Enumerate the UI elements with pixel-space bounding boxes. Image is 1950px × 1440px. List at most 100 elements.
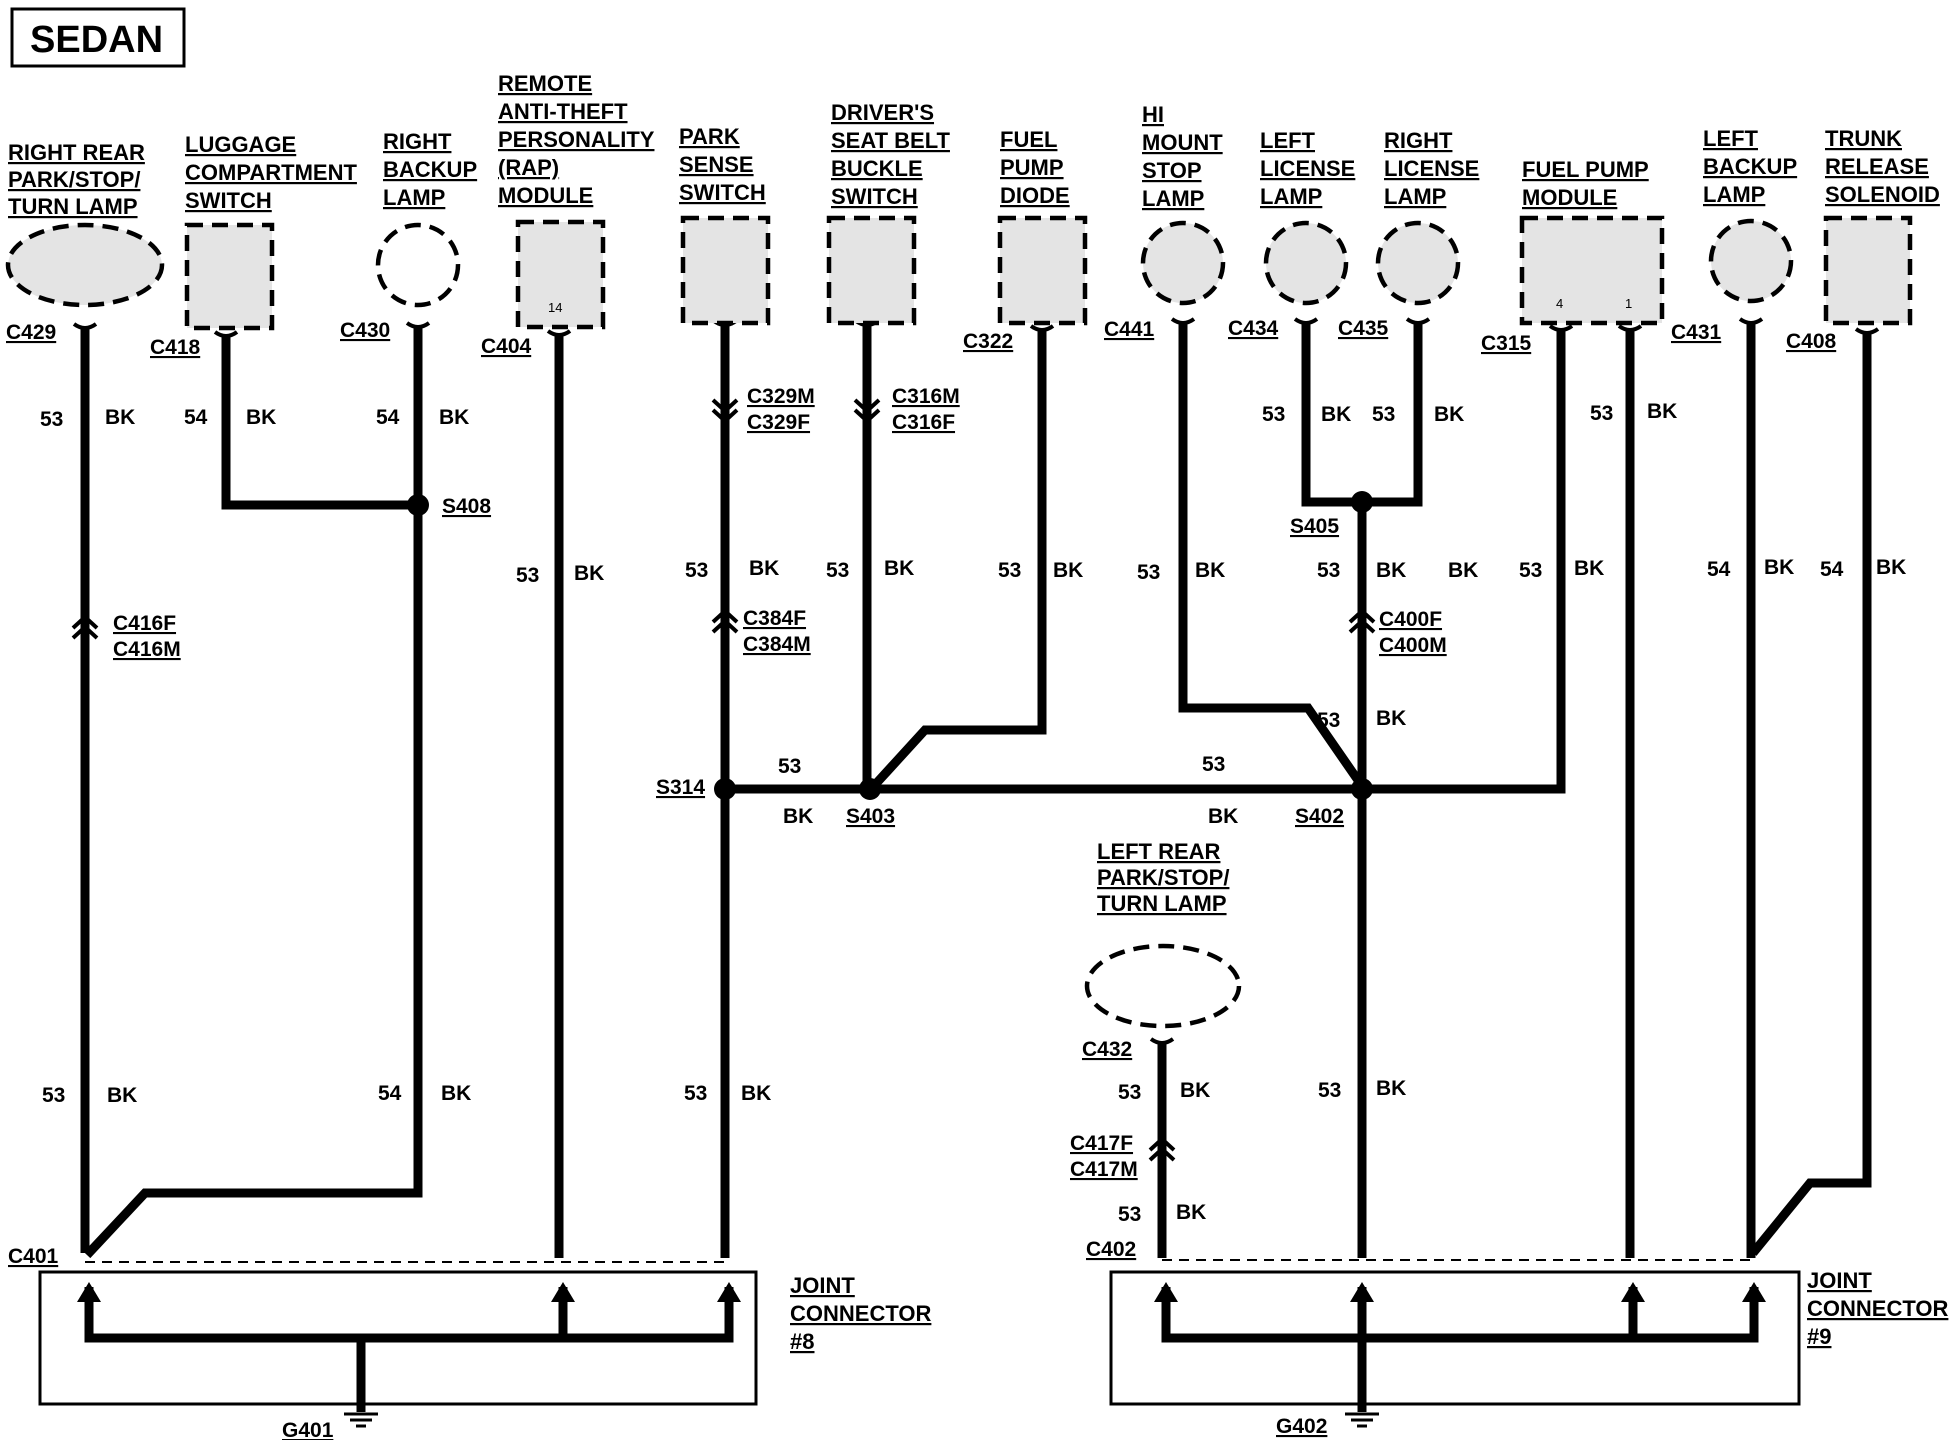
inline-connector-marks — [71, 398, 1376, 1162]
wire-luggage-switch — [221, 335, 418, 510]
fuel-pump-diode-symbol — [997, 215, 1088, 326]
jc9-arrow-icon — [1621, 1282, 1645, 1302]
conn-c402: C402 — [1086, 1238, 1136, 1261]
conn-c430: C430 — [340, 319, 390, 342]
jc9-box — [1109, 1270, 1801, 1406]
wire-label-circuit: 54 — [376, 406, 400, 429]
wire-label-circuit: 53 — [1372, 403, 1395, 426]
wire-label-color: BK — [1321, 403, 1351, 426]
wire-label-circuit: 53 — [685, 559, 708, 582]
conn-c401: C401 — [8, 1245, 59, 1268]
wire-label-circuit: 54 — [184, 406, 208, 429]
wire-label-color: BK — [1876, 556, 1906, 579]
wire-label-color: BK — [1647, 400, 1677, 423]
conn-c404: C404 — [481, 335, 532, 358]
ground-label-g401: G401 — [282, 1419, 334, 1440]
wire-hi-mount-lamp — [1178, 323, 1366, 789]
bus-label-color-left: BK — [783, 805, 813, 828]
wire-label-circuit: 53 — [40, 408, 63, 431]
wire-label-circuit: 53 — [998, 559, 1021, 582]
splice-s314 — [714, 778, 736, 800]
ground-icon — [1345, 1412, 1379, 1428]
splice-labels: S408 S405 S314 S403 S402 — [442, 495, 1344, 828]
wire-label-bk: BK — [1448, 559, 1478, 582]
conn-c429: C429 — [6, 321, 56, 344]
diagram-title: SEDAN — [10, 7, 186, 68]
jc8-bus — [84, 1287, 734, 1343]
wire-label-circuit: 53 — [1318, 1079, 1341, 1102]
label-s314: S314 — [656, 776, 705, 799]
wire-label-circuit: 53 — [1317, 709, 1340, 732]
jc8-arrow-icon — [717, 1282, 741, 1302]
conn-c322: C322 — [963, 330, 1013, 353]
ground-icon — [344, 1412, 378, 1428]
right-rear-lamp-symbol — [5, 222, 165, 308]
right-license-lamp-symbol — [1375, 220, 1461, 306]
conn-c434: C434 — [1228, 317, 1279, 340]
conn-c432: C432 — [1082, 1038, 1132, 1061]
fpm-pin-1: 1 — [1625, 296, 1632, 311]
label-s402: S402 — [1295, 805, 1344, 828]
wire-label-color: BK — [1764, 556, 1794, 579]
wire-label-color: BK — [1176, 1201, 1206, 1224]
wire-label-color: BK — [1376, 707, 1406, 730]
rap-pin: 14 — [548, 300, 562, 315]
luggage-switch-symbol — [184, 222, 275, 331]
wire-label-circuit: 54 — [378, 1082, 402, 1105]
wire-label-circuit: 53 — [826, 559, 849, 582]
fuel-pump-module-symbol — [1519, 215, 1665, 326]
title-text: SEDAN — [30, 19, 163, 61]
jc9-arrow-icon — [1742, 1282, 1766, 1302]
conn-c435: C435 — [1338, 317, 1389, 340]
right-backup-lamp-symbol — [375, 222, 461, 308]
park-sense-switch-symbol — [680, 215, 771, 326]
wire-label-color: BK — [749, 557, 779, 580]
wire-label-color: BK — [1180, 1079, 1210, 1102]
jc9-arrow-icon — [1154, 1282, 1178, 1302]
conn-c315: C315 — [1481, 332, 1532, 355]
splice-s405 — [1351, 491, 1373, 513]
wire-label-color: BK — [1434, 403, 1464, 426]
wire-right-backup-lamp — [83, 327, 423, 1259]
wire-label-color: BK — [1053, 559, 1083, 582]
bus-label-circuit-left: 53 — [778, 755, 801, 778]
wire-label-circuit: 53 — [1137, 561, 1160, 584]
rap-module-symbol — [515, 219, 606, 330]
jc8-box — [38, 1270, 758, 1406]
components — [5, 215, 1913, 1029]
jc9-bus — [1161, 1287, 1759, 1343]
splices — [407, 491, 1373, 800]
wire-label-color: BK — [441, 1082, 471, 1105]
seat-belt-switch-symbol — [826, 215, 917, 326]
wire-label-color: BK — [574, 562, 604, 585]
wire-fuel-pump-diode — [868, 330, 1047, 792]
wire-label-circuit: 53 — [1118, 1081, 1141, 1104]
splice-s408 — [407, 494, 429, 516]
conn-c431: C431 — [1671, 321, 1722, 344]
connector-labels: C429 C418 C430 C404 C322 C441 C434 C435 … — [6, 317, 1837, 1061]
connector-marks — [72, 317, 1880, 1045]
wire-label-circuit: 53 — [684, 1082, 707, 1105]
wire-label-circuit: 54 — [1820, 558, 1844, 581]
left-rear-lamp-symbol — [1084, 943, 1242, 1029]
jc8-arrow-icon — [77, 1282, 101, 1302]
conn-c441: C441 — [1104, 318, 1155, 341]
wire-label-circuit: 54 — [1707, 558, 1731, 581]
wire-label-circuit: 53 — [42, 1084, 65, 1107]
trunk-release-symbol — [1823, 215, 1913, 326]
wire-label-circuit: 53 — [1118, 1203, 1141, 1226]
